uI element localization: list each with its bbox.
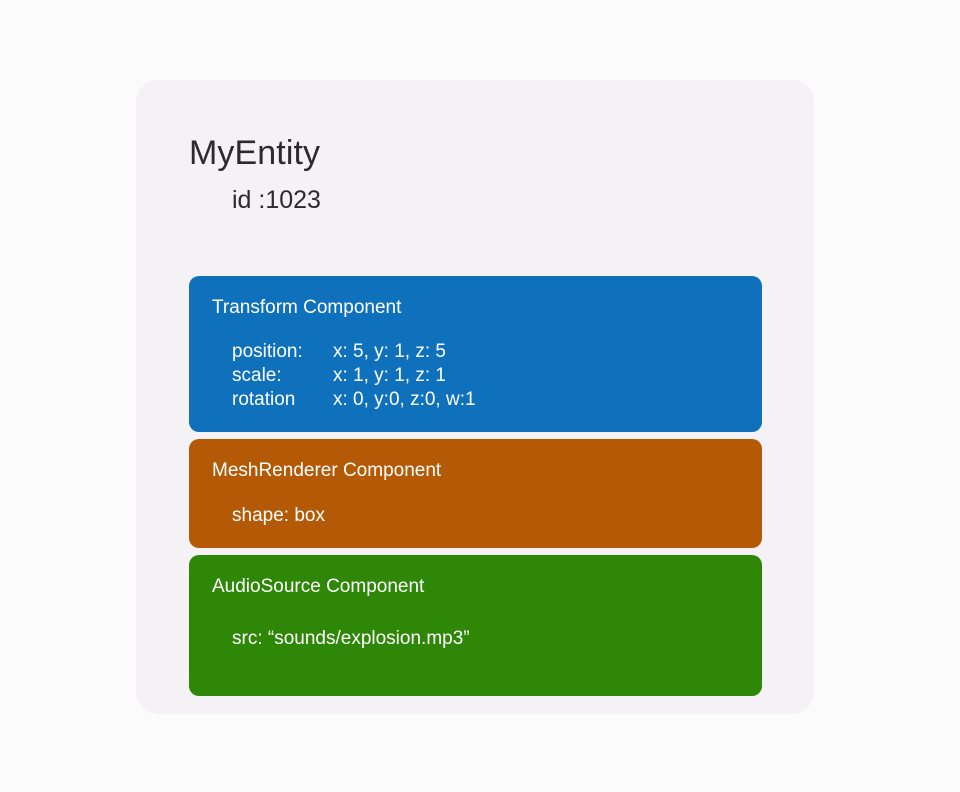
component-fields: shape: box xyxy=(189,482,762,548)
component-title: AudioSource Component xyxy=(212,576,425,597)
component-fields: position: x: 5, y: 1, z: 5 scale: x: 1, … xyxy=(189,319,762,432)
field-label: shape: box xyxy=(232,505,325,526)
field-value: x: 1, y: 1, z: 1 xyxy=(333,365,446,386)
entity-card: MyEntity id :1023 Transform Component po… xyxy=(136,80,814,714)
field-value: x: 0, y:0, z:0, w:1 xyxy=(333,389,476,410)
component-list: Transform Component position: x: 5, y: 1… xyxy=(189,276,762,696)
component-fields: src: “sounds/explosion.mp3” xyxy=(189,598,762,696)
field-row: shape: box xyxy=(232,504,762,528)
field-label: position: xyxy=(232,341,303,362)
field-row: scale: x: 1, y: 1, z: 1 xyxy=(232,364,762,388)
field-label: src: “sounds/explosion.mp3” xyxy=(232,628,470,649)
component-block-transform[interactable]: Transform Component position: x: 5, y: 1… xyxy=(189,276,762,432)
field-row: src: “sounds/explosion.mp3” xyxy=(232,627,762,651)
component-title: MeshRenderer Component xyxy=(212,460,442,481)
entity-id-label: id :1023 xyxy=(232,186,321,214)
field-label: scale: xyxy=(232,365,282,386)
entity-title: MyEntity xyxy=(189,134,321,172)
field-label: rotation xyxy=(232,389,296,410)
component-block-meshrenderer[interactable]: MeshRenderer Component shape: box xyxy=(189,439,762,548)
field-value: x: 5, y: 1, z: 5 xyxy=(333,341,446,362)
component-title: Transform Component xyxy=(212,297,402,318)
entity-header: MyEntity id :1023 xyxy=(189,133,749,215)
field-row: rotation x: 0, y:0, z:0, w:1 xyxy=(232,388,762,412)
component-block-audiosource[interactable]: AudioSource Component src: “sounds/explo… xyxy=(189,555,762,696)
field-row: position: x: 5, y: 1, z: 5 xyxy=(232,340,762,364)
